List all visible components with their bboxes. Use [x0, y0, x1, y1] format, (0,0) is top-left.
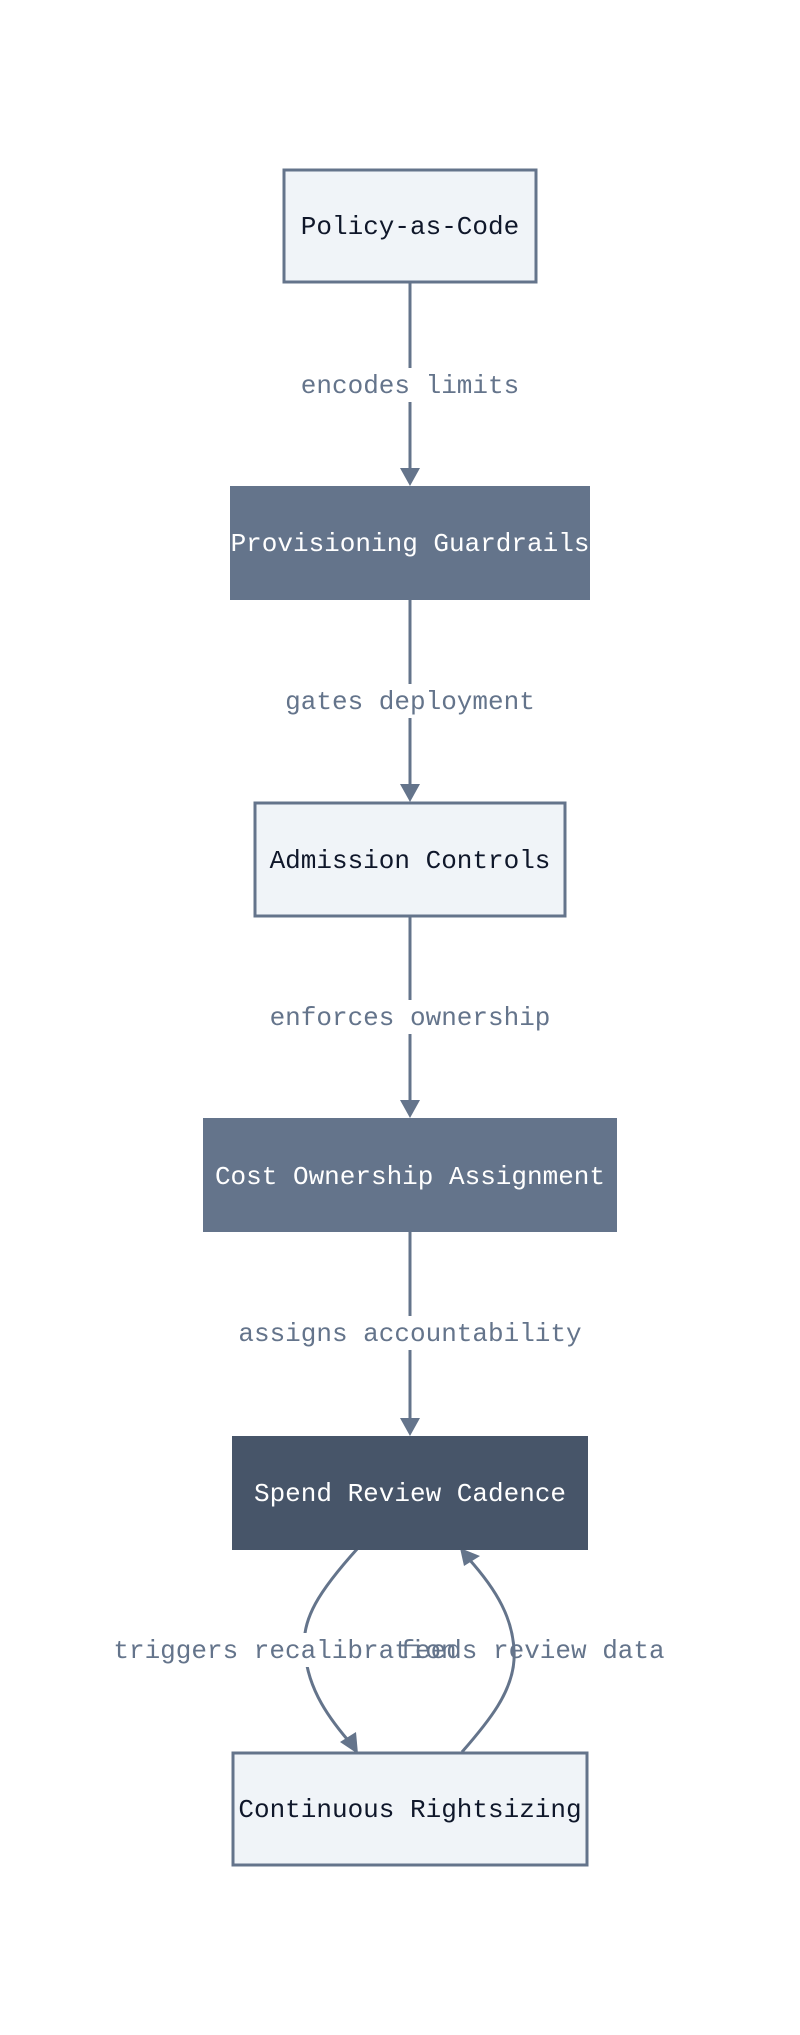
edge-label-text: assigns accountability: [238, 1319, 581, 1349]
arrowhead: [340, 1732, 358, 1754]
node-label: Cost Ownership Assignment: [215, 1162, 605, 1192]
node-label: Admission Controls: [270, 846, 551, 876]
node-provisioning-guardrails: Provisioning Guardrails: [230, 486, 590, 600]
edge-label-gates-deployment: gates deployment: [275, 684, 545, 718]
edge-label-text: triggers recalibration: [113, 1636, 456, 1666]
node-spend-review-cadence: Spend Review Cadence: [232, 1436, 588, 1550]
node-label: Spend Review Cadence: [254, 1479, 566, 1509]
node-label: Continuous Rightsizing: [238, 1795, 581, 1825]
arrowhead: [400, 1100, 420, 1118]
edge-label-enforces-ownership: enforces ownership: [260, 1000, 560, 1034]
edge-label-text: feeds review data: [399, 1636, 664, 1666]
edge-rightsizing-to-review: [460, 1548, 516, 1753]
edge-label-text: gates deployment: [285, 687, 535, 717]
edge-label-text: enforces ownership: [270, 1003, 551, 1033]
node-policy-as-code: Policy-as-Code: [282, 168, 538, 284]
arrowhead: [400, 468, 420, 486]
arrowhead: [400, 1418, 420, 1436]
edge-label-feeds-review-data: feeds review data: [399, 1636, 664, 1666]
node-continuous-rightsizing: Continuous Rightsizing: [231, 1751, 589, 1867]
arrowhead: [400, 784, 420, 802]
edge-label-assigns-accountability: assigns accountability: [228, 1316, 592, 1350]
edge-label-triggers-recalibration: triggers recalibration: [105, 1633, 465, 1667]
node-label: Provisioning Guardrails: [231, 529, 590, 559]
node-label: Policy-as-Code: [301, 212, 519, 242]
arrowhead: [460, 1548, 480, 1566]
edge-label-encodes-limits: encodes limits: [290, 368, 530, 402]
edge-label-text: encodes limits: [301, 371, 519, 401]
node-cost-ownership-assignment: Cost Ownership Assignment: [203, 1118, 617, 1232]
node-admission-controls: Admission Controls: [253, 801, 567, 918]
